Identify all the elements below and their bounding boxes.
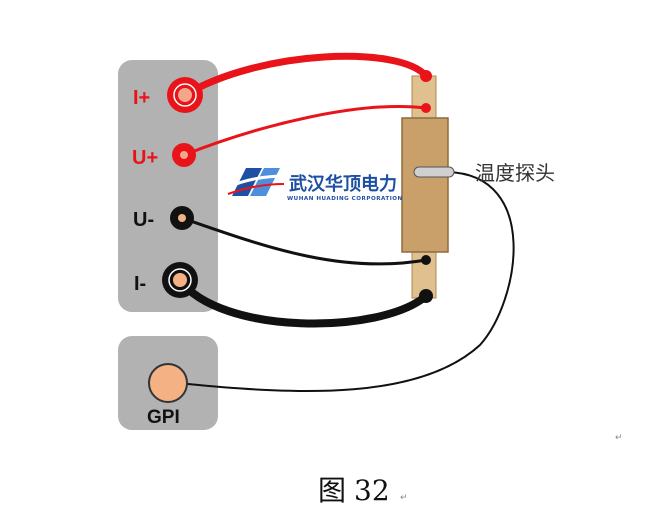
label-u-plus: U+: [132, 147, 158, 169]
terminal-i-plus-core: [178, 88, 192, 102]
logo-text-en: WUHAN HUADING CORPORATION: [287, 196, 403, 202]
temperature-probe: [413, 166, 455, 178]
label-u-minus: U-: [133, 209, 154, 231]
label-i-plus: I+: [133, 87, 150, 109]
sample-body: [401, 117, 449, 253]
wire-probe-gpi: [187, 171, 515, 392]
wire-u-plus: [182, 104, 428, 157]
rod-contact-u-plus: [421, 103, 431, 113]
terminal-i-plus-ring: [173, 83, 197, 107]
wire-i-minus: [176, 276, 430, 328]
logo-mark-icon: [225, 168, 287, 196]
label-i-minus: I-: [134, 273, 146, 295]
probe-label: 温度探头: [475, 161, 555, 185]
rod-contact-i-plus: [420, 70, 432, 82]
caption-paragraph-mark: ↵: [400, 492, 408, 502]
wire-u-minus: [180, 216, 428, 266]
instrument-panel: [118, 60, 218, 312]
label-gpi: GPI: [147, 407, 180, 428]
terminal-i-minus-core: [173, 273, 187, 287]
paragraph-mark: ↵: [615, 432, 623, 442]
figure-label: 图: [318, 474, 346, 507]
rod-contact-i-minus: [419, 289, 433, 303]
company-logo: 武汉华顶电力 WUHAN HUADING CORPORATION: [225, 168, 403, 202]
terminal-u-minus-core: [178, 214, 186, 222]
rod-contact-u-minus: [421, 255, 431, 265]
wire-i-plus: [181, 52, 430, 99]
terminal-i-minus-ring: [168, 268, 192, 292]
terminal-u-plus-core: [180, 151, 188, 159]
figure-number: 32: [354, 474, 390, 507]
logo-text-cn: 武汉华顶电力: [289, 173, 397, 195]
gpi-connector: [148, 363, 188, 403]
